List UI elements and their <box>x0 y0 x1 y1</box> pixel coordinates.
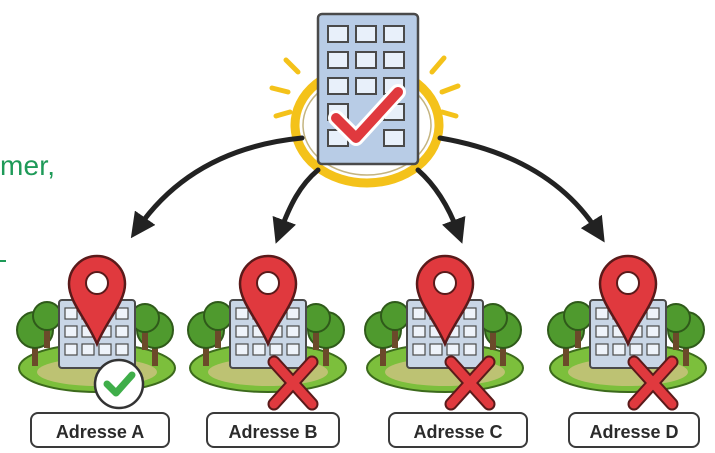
tree-icon <box>380 301 410 331</box>
address-label-adresse-d: Adresse D <box>568 412 700 448</box>
tree-icon <box>563 301 593 331</box>
central-building <box>269 12 461 188</box>
arrow-to-b <box>272 167 321 244</box>
scene-adresse-a <box>16 254 176 410</box>
arrow-to-c <box>415 167 466 244</box>
address-label-adresse-a: Adresse A <box>30 412 170 448</box>
invalid-cross-icon <box>627 355 679 411</box>
invalid-cross-icon <box>444 355 496 411</box>
sun-rays <box>269 55 461 119</box>
arrow-to-a <box>130 135 305 239</box>
partial-caption-text: mer, <box>0 150 56 181</box>
tree-icon <box>32 301 62 331</box>
location-pin-icon <box>67 254 127 348</box>
valid-check-icon <box>93 358 145 410</box>
arrows <box>130 135 605 244</box>
partial-caption-dash <box>0 260 6 262</box>
location-pin-icon <box>598 254 658 348</box>
location-pin-icon <box>238 254 298 348</box>
scene-adresse-d <box>547 254 707 411</box>
location-pin-icon <box>415 254 475 348</box>
scene-adresse-c <box>364 254 524 411</box>
invalid-cross-icon <box>267 355 319 411</box>
arrow-to-d <box>437 135 605 243</box>
address-label-adresse-c: Adresse C <box>388 412 528 448</box>
building-icon <box>58 299 136 369</box>
tree-icon <box>203 301 233 331</box>
address-label-adresse-b: Adresse B <box>206 412 340 448</box>
scene-adresse-b <box>187 254 347 411</box>
